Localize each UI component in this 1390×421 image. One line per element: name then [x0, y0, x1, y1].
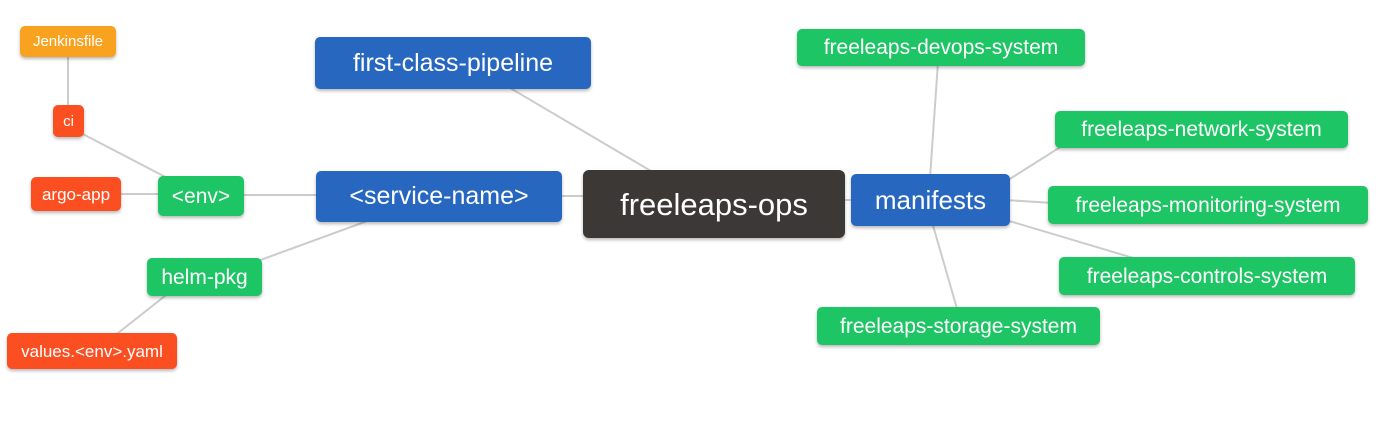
node-freeleaps-ops-root[interactable]: freeleaps-ops: [583, 170, 845, 238]
edge-service-name-helm-pkg: [254, 219, 371, 263]
edge-manifests-monitoring-system: [1004, 199, 1054, 204]
edge-manifests-storage-system: [931, 221, 959, 313]
node-ci[interactable]: ci: [53, 105, 84, 137]
node-manifests[interactable]: manifests: [851, 174, 1010, 226]
edge-first-class-pipeline-freeleaps-ops: [504, 84, 657, 175]
node-freeleaps-network-system[interactable]: freeleaps-network-system: [1055, 111, 1348, 148]
node-env[interactable]: <env>: [158, 176, 244, 216]
node-jenkinsfile[interactable]: Jenkinsfile: [20, 26, 116, 57]
node-freeleaps-monitoring-system[interactable]: freeleaps-monitoring-system: [1048, 186, 1368, 224]
edge-manifests-controls-system: [1005, 219, 1141, 261]
node-freeleaps-controls-system[interactable]: freeleaps-controls-system: [1059, 257, 1355, 295]
node-values-env-yaml[interactable]: values.<env>.yaml: [7, 333, 177, 369]
edge-manifests-network-system: [1004, 145, 1063, 183]
edge-devops-system-manifests: [929, 61, 939, 179]
node-freeleaps-storage-system[interactable]: freeleaps-storage-system: [817, 307, 1100, 345]
node-first-class-pipeline[interactable]: first-class-pipeline: [315, 37, 591, 89]
node-argo-app[interactable]: argo-app: [31, 177, 121, 211]
node-helm-pkg[interactable]: helm-pkg: [147, 258, 262, 296]
edge-helm-pkg-values-env-yaml: [112, 291, 171, 338]
node-service-name[interactable]: <service-name>: [316, 171, 562, 222]
node-freeleaps-devops-system[interactable]: freeleaps-devops-system: [797, 29, 1085, 66]
edge-ci-env: [74, 129, 176, 183]
